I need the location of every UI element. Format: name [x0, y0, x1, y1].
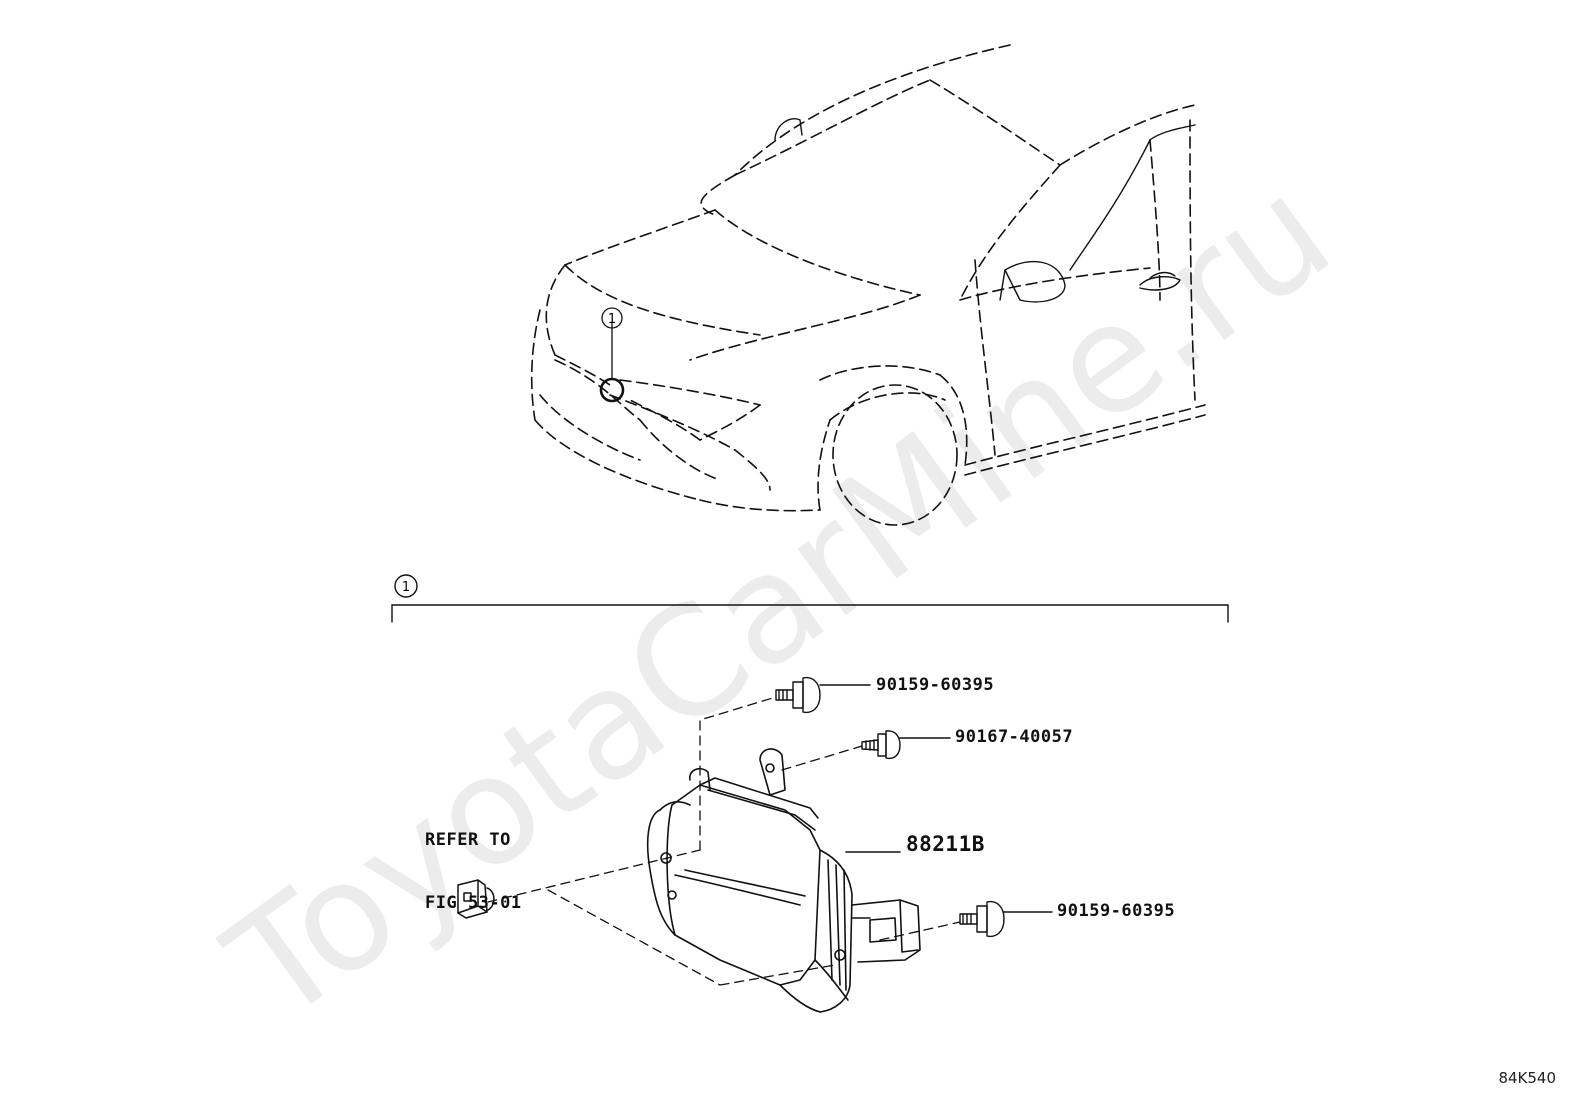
- part-label-90167-40057[interactable]: 90167-40057: [955, 727, 1074, 747]
- bolt-top: [775, 676, 871, 714]
- radar-sensor-unit: [646, 748, 921, 1013]
- vehicle-details: [774, 118, 1196, 303]
- reference-note[interactable]: REFER TO FIG 53-01: [425, 788, 522, 935]
- part-label-88211B[interactable]: 88211B: [906, 832, 985, 856]
- car-callout: [599, 307, 625, 403]
- reference-line-2: FIG 53-01: [425, 893, 522, 913]
- assembly-lines: [487, 696, 961, 986]
- part-label-90159-60395-top[interactable]: 90159-60395: [876, 675, 995, 695]
- part-label-90159-60395-bottom[interactable]: 90159-60395: [1057, 901, 1176, 921]
- bolt-bottom: [959, 900, 1053, 938]
- section-bracket: [391, 574, 1229, 623]
- callout-number-car: 1: [608, 312, 616, 327]
- clip-part: [457, 879, 495, 919]
- callout-number-section: 1: [402, 580, 410, 595]
- figure-code: 84K540: [1498, 1069, 1556, 1087]
- vehicle-outline: [530, 44, 1206, 526]
- reference-line-1: REFER TO: [425, 830, 511, 850]
- screw-middle: [861, 730, 951, 760]
